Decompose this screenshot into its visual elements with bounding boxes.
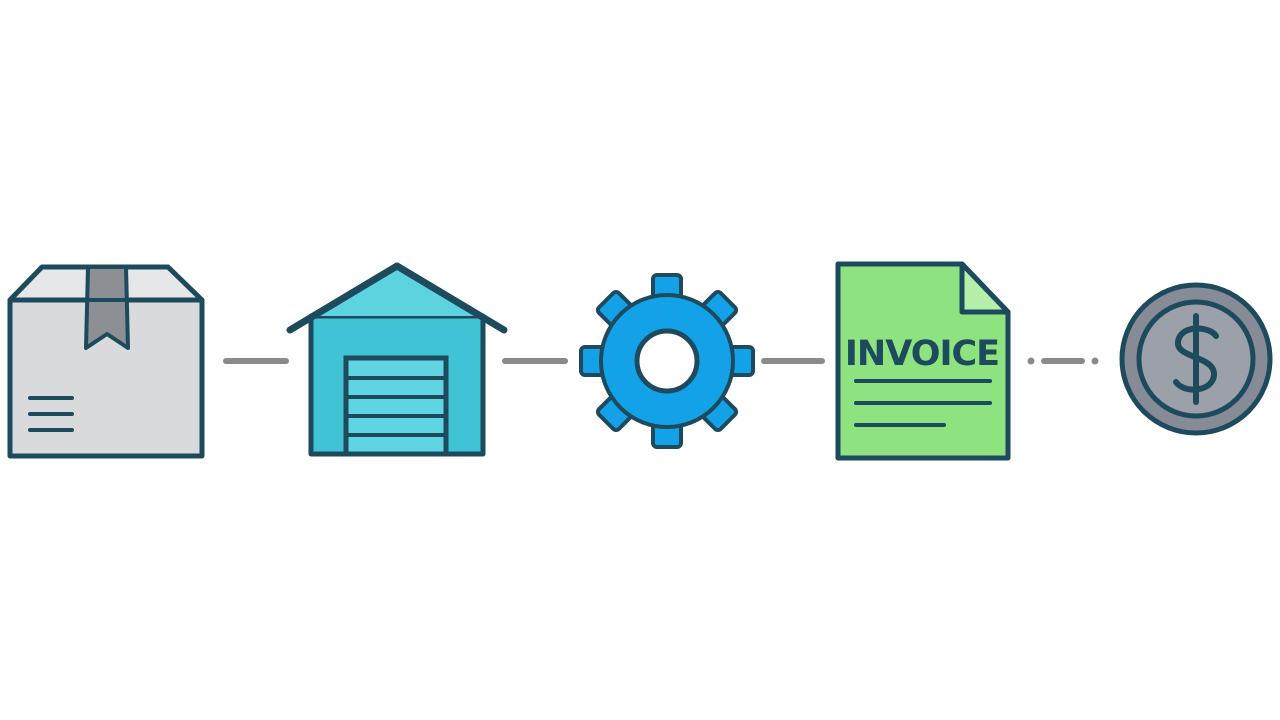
invoice-label: INVOICE xyxy=(845,334,999,374)
invoice-document-icon: INVOICE xyxy=(835,261,1011,461)
connector-invoice-coin xyxy=(1027,357,1099,365)
dollar-coin-icon xyxy=(1119,282,1273,436)
gear-icon xyxy=(579,273,755,449)
dollar-sign-icon xyxy=(1173,313,1219,405)
package-box-icon xyxy=(7,264,205,459)
warehouse-icon xyxy=(286,262,508,457)
